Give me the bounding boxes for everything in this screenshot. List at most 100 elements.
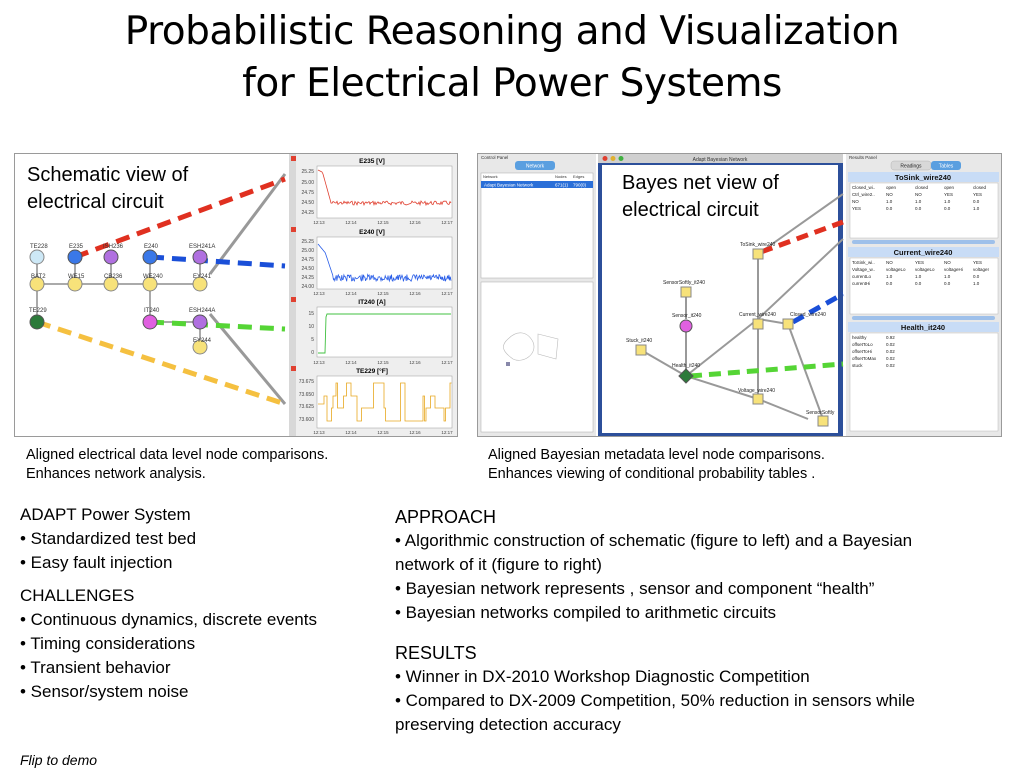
node-cb236[interactable] [103, 276, 119, 292]
bn-node-label: SensorSoftly [806, 410, 835, 416]
node-label: CB236 [104, 274, 123, 280]
table-cell: voltageLo [886, 267, 906, 272]
y-tick: 10 [308, 324, 314, 330]
bn-node-sensor[interactable] [679, 319, 693, 333]
x-tick: 12:16 [409, 430, 421, 435]
table-cell: 0.0 [886, 281, 893, 286]
adapt-item: • Easy fault injection [20, 553, 173, 572]
minimize-icon[interactable] [610, 156, 616, 161]
cpt-table-tosink: ToSink_wire240 Closed_wi.. open closed o… [848, 172, 999, 244]
network-tab[interactable] [515, 161, 555, 170]
approach-section: APPROACH • Algorithmic construction of s… [395, 505, 912, 625]
list-header: Network [483, 174, 498, 179]
green-dashed-link [149, 319, 286, 332]
trace-e235 [317, 169, 452, 207]
maximize-icon[interactable] [618, 156, 624, 161]
y-tick: 73.625 [299, 404, 315, 410]
adapt-section: ADAPT Power System • Standardized test b… [20, 503, 196, 575]
node-esh241a[interactable] [192, 249, 208, 265]
bn-node-stuck[interactable] [635, 344, 647, 356]
table-cell: 0.0 [973, 199, 980, 204]
left-caption: Aligned electrical data level node compa… [26, 446, 328, 484]
x-tick: 12:16 [409, 360, 421, 365]
bn-node-current[interactable] [752, 318, 764, 330]
node-label: ISH236 [103, 244, 124, 250]
node-label: TE228 [30, 244, 48, 250]
plot-title: IT240 [A] [358, 299, 385, 306]
network-list-row[interactable] [481, 181, 593, 188]
bn-node-label: Stuck_it240 [626, 338, 652, 344]
table-scrollbar[interactable] [852, 316, 995, 320]
node-ey241[interactable] [192, 276, 208, 292]
blue-dashed-link [149, 254, 286, 269]
node-label: EY241 [193, 274, 212, 280]
node-e235[interactable] [67, 249, 83, 265]
table-cell: closed [973, 185, 987, 190]
table-cell: 0.02 [886, 342, 895, 347]
node-label: ESH244A [189, 308, 215, 314]
tab-tables[interactable] [931, 161, 961, 170]
yellow-dashed-link [36, 319, 286, 407]
challenges-item: • Continuous dynamics, discrete events [20, 610, 317, 629]
bn-node-sensorsoftly[interactable] [680, 286, 692, 298]
bayes-net-figure: Control Panel Network Network Nodes Edge… [477, 153, 1002, 437]
close-icon[interactable] [602, 156, 608, 161]
bayes-net-label-line-2: electrical circuit [622, 199, 759, 221]
results-line: • Winner in DX-2010 Workshop Diagnostic … [395, 667, 810, 686]
node-te228[interactable] [29, 249, 45, 265]
table-cell: YES [973, 260, 982, 265]
overview-pane[interactable] [480, 281, 594, 433]
table-scrollbar[interactable] [852, 240, 995, 244]
y-tick: 73.600 [299, 417, 315, 423]
node-bat2[interactable] [29, 276, 45, 292]
y-tick: 24.50 [301, 266, 314, 272]
bn-node-voltage[interactable] [752, 393, 764, 405]
table-cell: YES [852, 206, 861, 211]
green-dashed-link [689, 361, 844, 379]
y-tick: 73.675 [299, 379, 315, 385]
connector-line [208, 173, 287, 275]
table-cell: 1.0 [973, 281, 980, 286]
x-tick: 12:14 [345, 360, 357, 365]
node-we240[interactable] [142, 276, 158, 292]
bn-window-title: Adapt Bayesian Network [693, 157, 748, 163]
bn-node-label: Sensor_it240 [672, 313, 702, 319]
x-tick: 12:13 [313, 360, 325, 365]
network-list[interactable] [480, 172, 594, 279]
node-we15[interactable] [67, 276, 83, 292]
table-cell: YES [915, 260, 924, 265]
tab-tables-label: Tables [939, 164, 954, 170]
table-cell: open [886, 185, 897, 190]
node-e240[interactable] [142, 249, 158, 265]
plot-it240: IT240 [A] 15 10 5 0 12:13 12:14 12:15 12… [291, 297, 453, 365]
table-cell: YES [973, 192, 982, 197]
right-caption-line-1: Aligned Bayesian metadata level node com… [488, 447, 825, 463]
node-te229[interactable] [29, 314, 45, 330]
table-cell: healthy [852, 335, 867, 340]
node-it240[interactable] [142, 314, 158, 330]
node-ey244[interactable] [192, 339, 208, 355]
x-tick: 12:17 [441, 430, 453, 435]
table-cell: offsetToMax [852, 356, 877, 361]
plot-title: E235 [V] [359, 158, 385, 165]
bn-node-closed[interactable] [782, 318, 794, 330]
x-tick: 12:15 [377, 360, 389, 365]
approach-heading: APPROACH [395, 507, 497, 527]
bn-node-sensorsoftly-2[interactable] [817, 415, 829, 427]
x-tick: 12:15 [377, 430, 389, 435]
flip-to-demo-link[interactable]: Flip to demo [20, 752, 98, 768]
bn-node-label: Current_wire240 [739, 312, 776, 318]
y-tick: 24.25 [301, 275, 314, 281]
node-ish236[interactable] [103, 249, 119, 265]
table-cell: YES [944, 192, 953, 197]
x-tick: 12:17 [441, 291, 453, 296]
right-caption-line-2: Enhances viewing of conditional probabil… [488, 466, 816, 482]
y-tick: 5 [311, 337, 314, 343]
approach-line: • Bayesian networks compiled to arithmet… [395, 603, 777, 622]
red-dashed-link [760, 219, 844, 255]
bn-node-tosink[interactable] [752, 248, 764, 260]
bn-node-health[interactable] [678, 368, 694, 384]
node-esh244a[interactable] [192, 314, 208, 330]
table-cell: closed [915, 185, 929, 190]
table-title: Health_it240 [901, 323, 945, 332]
